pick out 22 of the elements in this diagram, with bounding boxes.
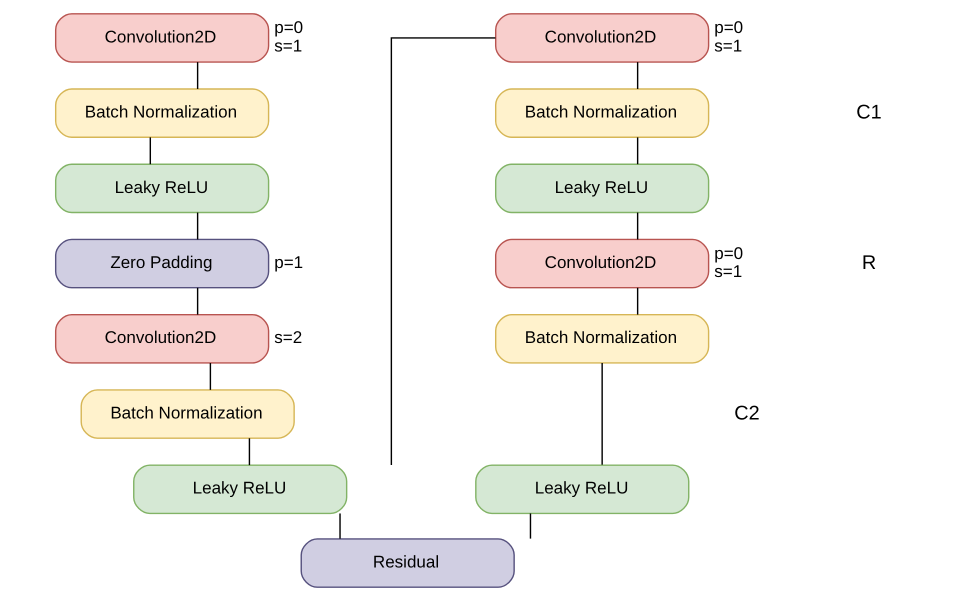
label: C1 xyxy=(856,101,882,124)
connector xyxy=(248,438,250,466)
connector xyxy=(339,513,341,539)
connector xyxy=(601,363,603,465)
connector xyxy=(636,288,638,315)
connector xyxy=(390,37,496,465)
node-label: p=0 s=1 xyxy=(714,244,744,282)
label: R xyxy=(862,252,876,274)
node-label: s=2 xyxy=(274,328,302,348)
connector xyxy=(636,62,638,89)
connector xyxy=(196,288,198,315)
node-label: p=1 xyxy=(274,252,304,272)
connector xyxy=(150,137,152,164)
connector xyxy=(530,513,532,539)
node-label: p=0 s=1 xyxy=(274,18,304,56)
node-label: p=0 s=1 xyxy=(714,18,744,56)
connector xyxy=(196,212,198,240)
label: C2 xyxy=(734,402,760,424)
connector xyxy=(210,363,212,390)
connector xyxy=(196,62,198,89)
connector xyxy=(636,137,638,164)
connector xyxy=(636,212,638,240)
